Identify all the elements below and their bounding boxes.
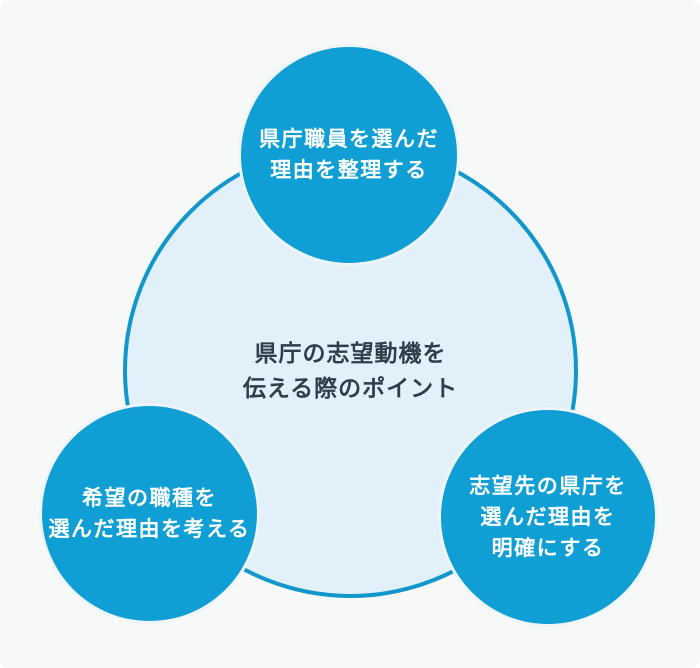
node-bottom-left: 希望の職種を 選んだ理由を考える (42, 406, 257, 621)
node-top-line-1: 県庁職員を選んだ (259, 128, 439, 151)
node-bottom-left-line-2: 選んだ理由を考える (48, 517, 251, 541)
node-bottom-right-label: 志望先の県庁を 選んだ理由を 明確にする (469, 471, 627, 564)
node-bottom-right-line-1: 志望先の県庁を (469, 474, 627, 498)
node-bottom-right-line-2: 選んだ理由を (480, 505, 616, 529)
center-title-line-1: 県庁の志望動機を (254, 339, 447, 366)
node-bottom-left-label: 希望の職種を 選んだ理由を考える (49, 483, 251, 545)
node-top-line-2: 理由を整理する (270, 159, 428, 182)
node-top-label: 県庁職員を選んだ 理由を整理する (259, 124, 439, 186)
node-bottom-right: 志望先の県庁を 選んだ理由を 明確にする (441, 410, 655, 624)
center-title: 県庁の志望動機を 伝える際のポイント (243, 336, 458, 406)
node-top: 県庁職員を選んだ 理由を整理する (241, 47, 457, 263)
node-bottom-left-line-1: 希望の職種を (82, 486, 217, 510)
node-bottom-right-line-3: 明確にする (491, 536, 605, 560)
center-title-line-2: 伝える際のポイント (242, 374, 459, 401)
